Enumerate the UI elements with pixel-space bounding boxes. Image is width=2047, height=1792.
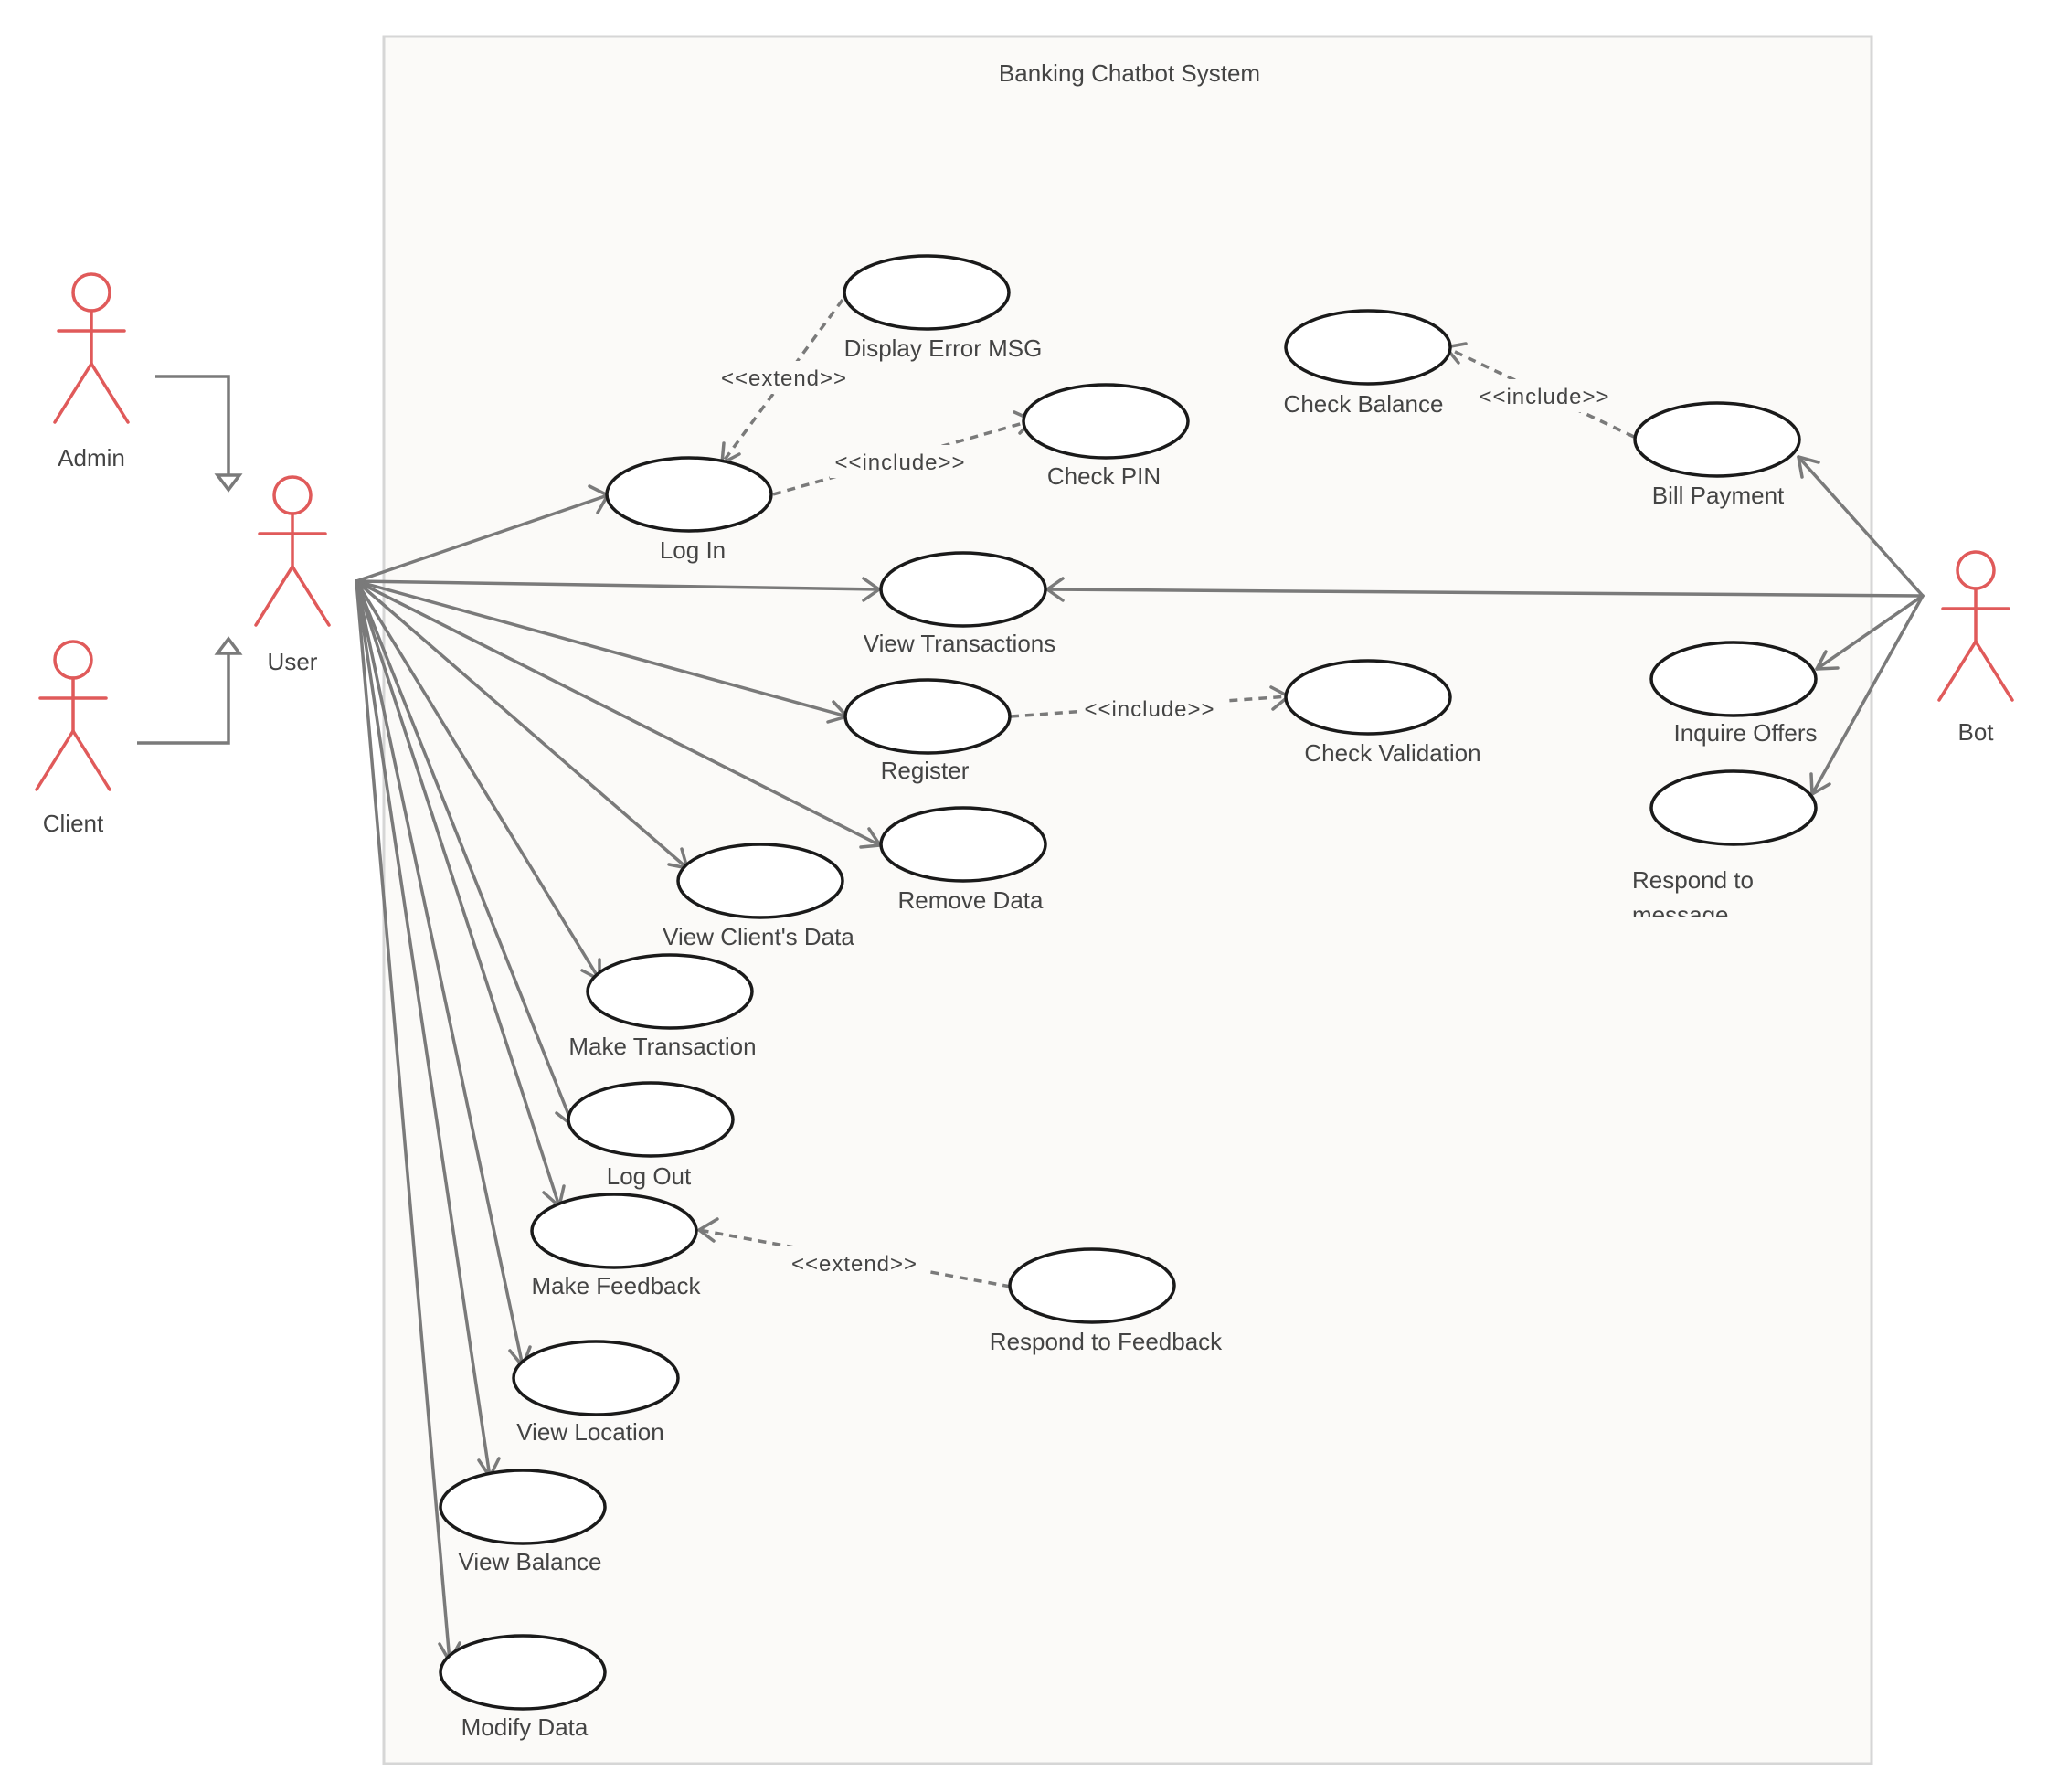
svg-text:<<extend>>: <<extend>> bbox=[721, 366, 847, 391]
actor-label-user: User bbox=[268, 648, 318, 675]
svg-text:Display Error MSG: Display Error MSG bbox=[844, 334, 1043, 362]
svg-text:Register: Register bbox=[881, 757, 970, 784]
actor-label-bot: Bot bbox=[1957, 718, 1994, 746]
relation-include-bill-balance: <<include>> bbox=[1444, 342, 1635, 439]
use-case-log-in[interactable]: Log In bbox=[605, 456, 773, 564]
svg-text:<<extend>>: <<extend>> bbox=[791, 1252, 917, 1277]
use-case-view-balance[interactable]: View Balance bbox=[439, 1469, 607, 1575]
svg-text:Log Out: Log Out bbox=[607, 1162, 692, 1190]
svg-text:Inquire Offers: Inquire Offers bbox=[1673, 719, 1817, 747]
actor-admin[interactable]: Admin bbox=[53, 272, 130, 472]
client-stick-figure-icon bbox=[35, 640, 111, 791]
use-case-display-error-msg[interactable]: Display Error MSG bbox=[843, 254, 1043, 362]
use-case-log-out[interactable]: Log Out bbox=[567, 1081, 735, 1190]
generalization-client-user bbox=[137, 636, 243, 745]
svg-text:Check Validation: Check Validation bbox=[1304, 739, 1480, 767]
use-case-modify-data[interactable]: Modify Data bbox=[439, 1634, 607, 1741]
actor-client[interactable]: Client bbox=[35, 640, 111, 837]
actor-label-admin: Admin bbox=[58, 444, 125, 472]
svg-text:<<include>>: <<include>> bbox=[1084, 697, 1214, 722]
svg-text:Remove Data: Remove Data bbox=[898, 886, 1044, 914]
svg-text:Log In: Log In bbox=[660, 536, 726, 564]
bot-stick-figure-icon bbox=[1937, 550, 2014, 702]
use-case-make-transaction[interactable]: Make Transaction bbox=[568, 953, 757, 1060]
actor-bot[interactable]: Bot bbox=[1937, 550, 2014, 746]
relation-extend-feedback-respond: <<extend>> bbox=[697, 1217, 1012, 1288]
svg-text:Bill Payment: Bill Payment bbox=[1652, 482, 1785, 509]
use-case-respond-to-feedback[interactable]: Respond to Feedback bbox=[990, 1247, 1223, 1355]
relation-include-register-validation: <<include>> bbox=[1010, 685, 1290, 725]
use-case-view-transactions[interactable]: View Transactions bbox=[864, 551, 1056, 657]
user-associations bbox=[355, 484, 882, 1663]
svg-text:Check Balance: Check Balance bbox=[1284, 390, 1444, 418]
actor-label-client: Client bbox=[43, 810, 104, 837]
svg-text:Respond to: Respond to bbox=[1632, 866, 1754, 894]
svg-text:View Client's Data: View Client's Data bbox=[663, 923, 854, 950]
use-case-register[interactable]: Register bbox=[843, 678, 1012, 784]
svg-text:<<include>>: <<include>> bbox=[1479, 385, 1609, 409]
svg-text:Make Transaction: Make Transaction bbox=[568, 1033, 756, 1060]
svg-text:Modify Data: Modify Data bbox=[461, 1713, 589, 1741]
bot-associations bbox=[1045, 455, 1925, 796]
svg-text:View Transactions: View Transactions bbox=[864, 630, 1056, 657]
use-case-bill-payment[interactable]: Bill Payment bbox=[1633, 401, 1801, 509]
use-case-respond-to-message[interactable]: Respond to message bbox=[1617, 769, 1818, 944]
svg-text:Make Feedback: Make Feedback bbox=[532, 1272, 702, 1299]
user-stick-figure-icon bbox=[254, 475, 331, 627]
use-case-check-balance[interactable]: Check Balance bbox=[1284, 309, 1452, 418]
actor-user[interactable]: User bbox=[254, 475, 331, 675]
use-case-inquire-offers[interactable]: Inquire Offers bbox=[1649, 641, 1818, 747]
svg-text:View Location: View Location bbox=[516, 1418, 663, 1446]
svg-text:<<include>>: <<include>> bbox=[834, 451, 965, 475]
system-boundary bbox=[382, 35, 1873, 1765]
system-title: Banking Chatbot System bbox=[999, 59, 1260, 87]
use-case-view-clients-data[interactable]: View Client's Data bbox=[663, 843, 854, 950]
svg-text:Check PIN: Check PIN bbox=[1047, 462, 1161, 490]
svg-text:Respond to Feedback: Respond to Feedback bbox=[990, 1328, 1223, 1355]
use-case-check-pin[interactable]: Check PIN bbox=[1022, 383, 1190, 490]
use-case-remove-data[interactable]: Remove Data bbox=[879, 806, 1047, 914]
use-case-view-location[interactable]: View Location bbox=[512, 1340, 680, 1446]
svg-text:View Balance: View Balance bbox=[458, 1548, 601, 1575]
use-case-check-validation[interactable]: Check Validation bbox=[1284, 659, 1481, 767]
admin-stick-figure-icon bbox=[53, 272, 130, 424]
use-case-make-feedback[interactable]: Make Feedback bbox=[530, 1193, 702, 1299]
generalization-admin-user bbox=[155, 375, 243, 493]
